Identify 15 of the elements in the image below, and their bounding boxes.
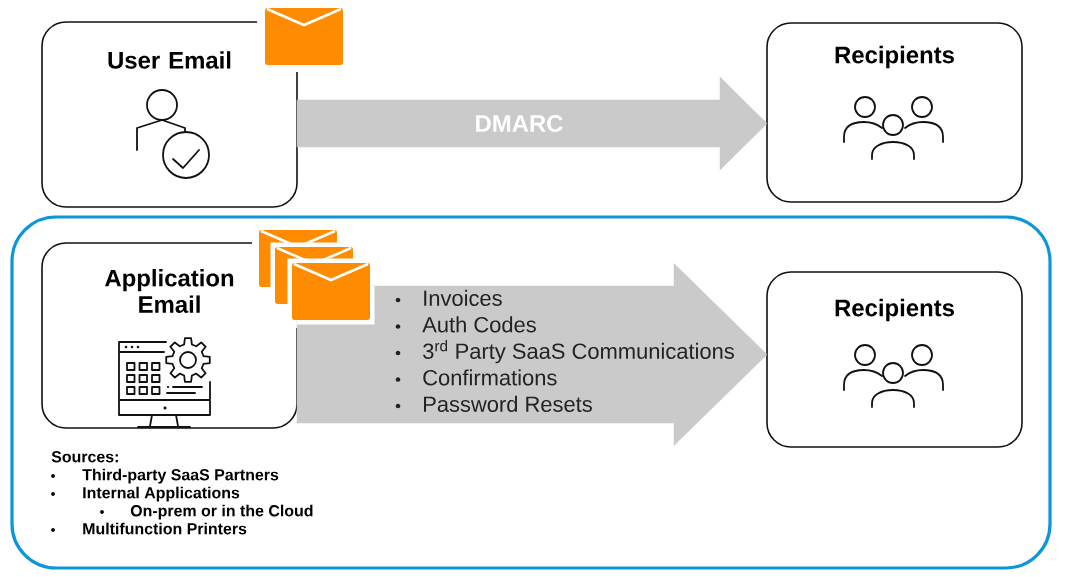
- rounded-box: Recipients: [766, 22, 1023, 203]
- list-heading: Sources:: [51, 451, 118, 463]
- list-item: Internal Applications: [83, 486, 240, 502]
- block-arrow: [296, 76, 768, 171]
- block-arrow: [296, 263, 768, 446]
- list-item: Multifunction Printers: [83, 522, 247, 535]
- list-item: Password Resets: [424, 395, 592, 412]
- list-item: On-prem or in the Cloud: [130, 504, 313, 520]
- list-item: 3$^{rd}$ Party SaaS Communications: [423, 340, 734, 364]
- list-item: Confirmations: [423, 369, 557, 386]
- rounded-box: User Email: [41, 21, 298, 208]
- list-item: Auth Codes: [422, 316, 536, 333]
- list-item: Third-party SaaS Partners: [82, 468, 279, 484]
- list-item: Invoices: [424, 289, 502, 306]
- rounded-box: Recipients: [766, 271, 1023, 448]
